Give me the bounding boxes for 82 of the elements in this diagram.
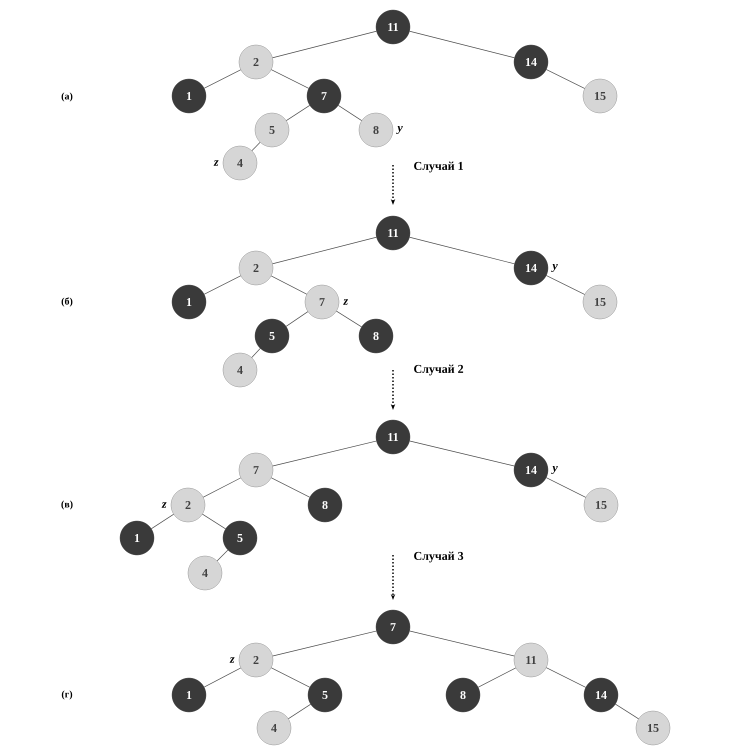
tree-node: 4 (188, 556, 222, 590)
tree-node: 2 (170, 488, 206, 522)
tree-node: 11 (376, 420, 410, 454)
tree-edge (202, 514, 226, 530)
case-label: Случай 1 (414, 162, 463, 172)
tree-node: 15 (582, 284, 618, 320)
tree-node: 2 (238, 250, 274, 286)
tree-edge (270, 276, 308, 294)
tree-edge (615, 704, 639, 720)
tree-edge (336, 310, 362, 328)
tree-edge (272, 630, 377, 656)
tree-edge (546, 69, 585, 89)
tree-node: 15 (582, 78, 618, 114)
tree-node: 14 (584, 678, 618, 712)
tree-edge (546, 667, 586, 688)
case-label: Случай 3 (414, 552, 464, 562)
tree-edge (286, 311, 308, 327)
tree-edge (272, 440, 377, 466)
tree-node: 4 (256, 710, 292, 746)
tree-node: 8 (358, 112, 394, 148)
tree-edge (252, 142, 260, 151)
tree-node: 8 (358, 318, 394, 354)
tree-node: 5 (222, 520, 258, 556)
pointer-label: y (551, 466, 558, 474)
tree-edge (272, 30, 377, 58)
tree-node: 7 (306, 78, 342, 114)
tree-node: 1 (120, 520, 154, 556)
tree-edge (202, 478, 242, 498)
pointer-label: z (343, 299, 348, 305)
tree-node: 2 (238, 642, 274, 678)
tree-node: 11 (376, 10, 410, 44)
tree-node: 1 (172, 678, 206, 712)
tree-node: 11 (514, 642, 548, 678)
tree-node: 2 (238, 44, 274, 80)
tree-edge (286, 105, 310, 121)
panel-label: (а) (62, 92, 72, 102)
tree-edge (251, 348, 261, 358)
tree-edge (288, 704, 311, 719)
tree-edge (478, 668, 516, 688)
pointer-label: y (551, 264, 558, 272)
tree-edge (272, 236, 377, 264)
tree-edge (546, 275, 585, 295)
tree-node: 7 (304, 284, 340, 320)
tree-node: 7 (238, 452, 274, 488)
tree-node: 8 (446, 678, 480, 712)
tree-edge (409, 440, 515, 466)
tree-node: 11 (376, 216, 410, 250)
pointer-label: z (214, 160, 219, 166)
tree-edge (270, 477, 310, 498)
tree-edge (409, 236, 515, 264)
tree-edge (338, 105, 362, 121)
tree-edge (204, 668, 242, 688)
tree-node: 4 (222, 146, 258, 180)
panel-label: (в) (61, 500, 73, 510)
case-label: Случай 2 (414, 364, 464, 376)
pointer-label: z (230, 657, 235, 663)
tree-edge (151, 514, 174, 529)
tree-node: 1 (172, 284, 206, 320)
tree-node: 5 (254, 318, 290, 354)
tree-edge (204, 69, 242, 89)
tree-edge (409, 30, 515, 58)
tree-edge (270, 667, 310, 688)
pointer-label: y (396, 126, 403, 134)
tree-node: 15 (636, 710, 670, 746)
tree-node: 5 (254, 112, 290, 148)
tree-node: 5 (308, 678, 342, 712)
tree-edge (271, 69, 309, 89)
tree-node: 4 (222, 352, 258, 388)
tree-node: 8 (308, 488, 342, 522)
tree-node: 14 (514, 452, 548, 488)
pointer-label: z (162, 502, 167, 508)
tree-edge (204, 275, 242, 295)
tree-node: 14 (514, 44, 548, 80)
panel-label: (б) (62, 297, 72, 307)
tree-node: 7 (376, 610, 410, 644)
tree-edge (409, 630, 515, 656)
panel-label: (г) (62, 690, 72, 700)
tree-node: 15 (584, 488, 618, 522)
tree-node: 1 (172, 78, 206, 114)
tree-node: 14 (514, 250, 548, 286)
tree-edge (216, 550, 228, 562)
tree-edge (546, 477, 586, 498)
